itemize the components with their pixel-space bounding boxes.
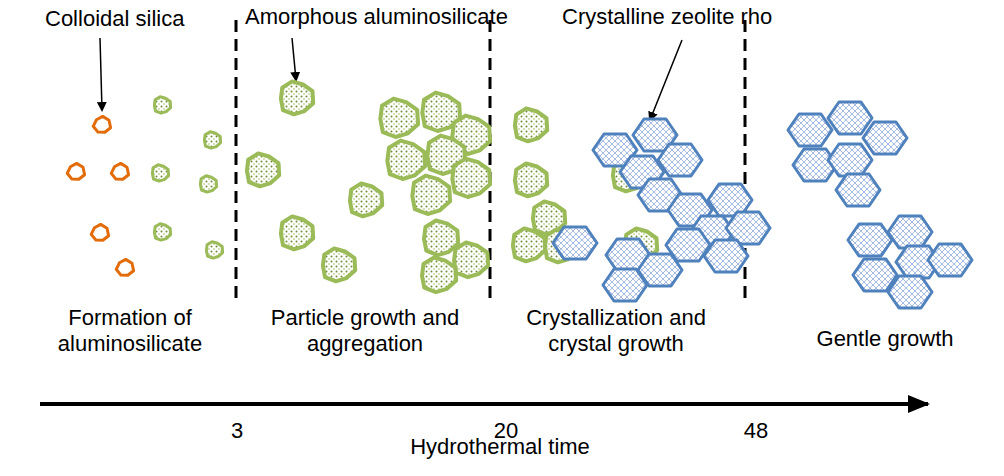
colloidal-silica	[116, 259, 133, 275]
zeolite-crystal	[928, 244, 972, 276]
aluminosilicate-particle	[515, 163, 547, 196]
particles	[67, 81, 972, 308]
zeolite-crystal	[788, 114, 832, 146]
aluminosilicate-particle	[412, 176, 450, 214]
aluminosilicate-particle	[154, 224, 170, 240]
aluminosilicate-particle	[200, 176, 216, 192]
time-tick: 48	[738, 418, 774, 444]
callout-label: Colloidal silica	[45, 6, 225, 32]
aluminosilicate-particle	[154, 97, 170, 113]
stage-label: Gentle growth	[800, 326, 970, 352]
colloidal-silica	[91, 224, 108, 240]
stage-label: Crystallization and crystal growth	[500, 305, 732, 357]
stage-label: Formation of aluminosilicate	[35, 305, 225, 357]
aluminosilicate-particle	[452, 159, 490, 197]
aluminosilicate-particle	[387, 141, 425, 179]
colloidal-silica	[67, 163, 84, 179]
aluminosilicate-particle	[204, 132, 220, 148]
aluminosilicate-particle	[281, 216, 313, 249]
zeolite-crystal	[863, 122, 907, 154]
colloidal-silica	[93, 116, 110, 132]
aluminosilicate-particle	[515, 108, 547, 141]
aluminosilicate-particle	[350, 183, 382, 216]
axis-title: Hydrothermal time	[360, 434, 640, 460]
zeolite-crystal	[848, 224, 892, 256]
aluminosilicate-particle	[323, 248, 355, 281]
time-tick: 3	[222, 418, 252, 444]
stage-label: Particle growth and aggregation	[270, 305, 460, 357]
zeolite-crystal	[836, 174, 880, 206]
aluminosilicate-particle	[247, 153, 279, 186]
aluminosilicate-particle	[152, 165, 168, 181]
aluminosilicate-particle	[206, 242, 222, 258]
zeolite-crystal	[888, 216, 932, 248]
time-axis	[40, 402, 928, 406]
callout-label: Crystalline zeolite rho	[562, 4, 832, 30]
aluminosilicate-particle	[281, 81, 313, 114]
zeolite-crystal	[603, 269, 647, 301]
colloidal-silica	[111, 163, 128, 179]
zeolite-crystal	[828, 144, 872, 176]
zeolite-crystal	[553, 227, 597, 259]
zeolite-crystal	[828, 102, 872, 134]
aluminosilicate-particle	[454, 243, 488, 278]
aluminosilicate-particle	[422, 258, 456, 293]
phase-dividers	[236, 20, 745, 298]
callout-label: Amorphous aluminosilicate	[245, 4, 545, 30]
aluminosilicate-particle	[513, 228, 545, 261]
zeolite-crystal	[888, 276, 932, 308]
aluminosilicate-particle	[424, 221, 458, 256]
zeolite-crystal	[704, 240, 748, 272]
aluminosilicate-particle	[380, 99, 418, 137]
